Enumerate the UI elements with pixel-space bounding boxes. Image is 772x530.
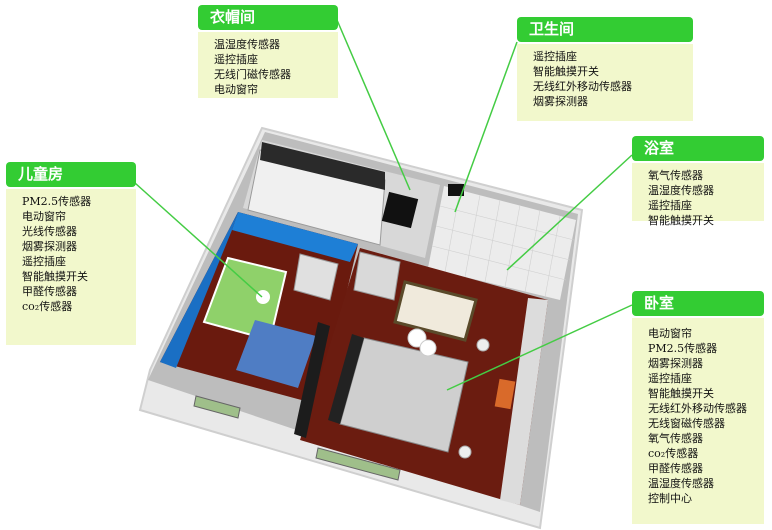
callout-title: 浴室 [632, 136, 764, 161]
sensor-item: 智能触摸开关 [533, 65, 599, 78]
sensor-item: 遥控插座 [533, 50, 577, 63]
kids-lamp [256, 290, 270, 304]
sensor-item: 无线门磁传感器 [214, 68, 291, 81]
kids-door [293, 253, 339, 301]
callout-kids-room: 儿童房 PM2.5传感器 电动窗帘 光线传感器 烟雾探测器 遥控插座 智能触摸开… [6, 162, 136, 345]
callout-title: 衣帽间 [198, 5, 338, 30]
cloakroom-tv [381, 191, 419, 229]
bedroom-rug-dark [328, 334, 364, 424]
bedroom-chandelier [407, 328, 427, 348]
sensor-item: 温湿度传感器 [648, 477, 714, 490]
cloakroom-shelf [260, 142, 385, 190]
connector-cloakroom [336, 19, 411, 191]
bedroom-painting [494, 378, 516, 410]
sensor-item: 智能触摸开关 [22, 270, 88, 283]
sensor-item: 烟雾探测器 [22, 240, 77, 253]
sensor-item: 无线红外移动传感器 [533, 80, 632, 93]
sensor-item: 遥控插座 [648, 199, 692, 212]
sensor-item: 甲醛传感器 [648, 462, 703, 475]
sensor-item: 电动窗帘 [22, 210, 66, 223]
sensor-item: 无线窗磁传感器 [648, 417, 725, 430]
sensor-item: 光线传感器 [22, 225, 77, 238]
sensor-item: 氧气传感器 [648, 432, 703, 445]
sensor-item: 电动窗帘 [648, 327, 692, 340]
sensor-item: 氧气传感器 [648, 169, 703, 182]
callout-cloakroom: 衣帽间 温湿度传感器 遥控插座 无线门磁传感器 电动窗帘 [198, 5, 338, 98]
sensor-item: 无线红外移动传感器 [648, 402, 747, 415]
bedroom-chandelier [419, 339, 437, 357]
bedroom-tv-cabinet [294, 322, 330, 438]
sensor-list: 遥控插座 智能触摸开关 无线红外移动传感器 烟雾探测器 [517, 44, 693, 121]
bedroom-ceiling-frame [393, 280, 478, 342]
sensor-item: 遥控插座 [22, 255, 66, 268]
connector-bedroom [446, 304, 633, 391]
sensor-item: 遥控插座 [648, 372, 692, 385]
callout-title: 卫生间 [517, 17, 693, 42]
connector-toilet [454, 41, 518, 213]
sensor-item: 智能触摸开关 [648, 214, 714, 227]
sensor-item: 遥控插座 [214, 53, 258, 66]
sensor-item: 烟雾探测器 [533, 95, 588, 108]
sensor-item: co₂传感器 [648, 447, 699, 460]
bedroom-nightstand-lamp [476, 338, 490, 352]
sensor-list: PM2.5传感器 电动窗帘 光线传感器 烟雾探测器 遥控插座 智能触摸开关 甲醛… [6, 189, 136, 345]
bedroom-nightstand-lamp [458, 445, 472, 459]
sensor-list: 电动窗帘 PM2.5传感器 烟雾探测器 遥控插座 智能触摸开关 无线红外移动传感… [632, 318, 764, 524]
callout-title: 儿童房 [6, 162, 136, 187]
front-window [193, 395, 241, 419]
sensor-item: PM2.5传感器 [22, 195, 92, 208]
kids-wall-blue-left [160, 212, 238, 368]
sensor-item: co₂传感器 [22, 300, 73, 313]
sensor-item: 温湿度传感器 [648, 184, 714, 197]
callout-toilet: 卫生间 遥控插座 智能触摸开关 无线红外移动传感器 烟雾探测器 [517, 17, 693, 121]
sensor-item: 电动窗帘 [214, 83, 258, 96]
front-window [315, 447, 401, 481]
connector-kids-room [134, 182, 263, 298]
sensor-item: PM2.5传感器 [648, 342, 718, 355]
callout-bathroom: 浴室 氧气传感器 温湿度传感器 遥控插座 智能触摸开关 [632, 136, 764, 227]
sensor-item: 控制中心 [648, 492, 692, 505]
kids-rug [236, 320, 316, 388]
connector-bathroom [506, 154, 633, 271]
sensor-item: 智能触摸开关 [648, 387, 714, 400]
sensor-list: 温湿度传感器 遥控插座 无线门磁传感器 电动窗帘 [198, 32, 338, 98]
sensor-item: 温湿度传感器 [214, 38, 280, 51]
callout-bedroom: 卧室 电动窗帘 PM2.5传感器 烟雾探测器 遥控插座 智能触摸开关 无线红外移… [632, 291, 764, 524]
kids-wall-blue [232, 212, 358, 262]
callout-title: 卧室 [632, 291, 764, 316]
bathroom-window [448, 184, 464, 196]
sensor-item: 甲醛传感器 [22, 285, 77, 298]
sensor-list: 氧气传感器 温湿度传感器 遥控插座 智能触摸开关 [632, 163, 764, 227]
bedroom-closet [353, 251, 401, 301]
sensor-item: 烟雾探测器 [648, 357, 703, 370]
bathroom-tiles [431, 189, 575, 298]
